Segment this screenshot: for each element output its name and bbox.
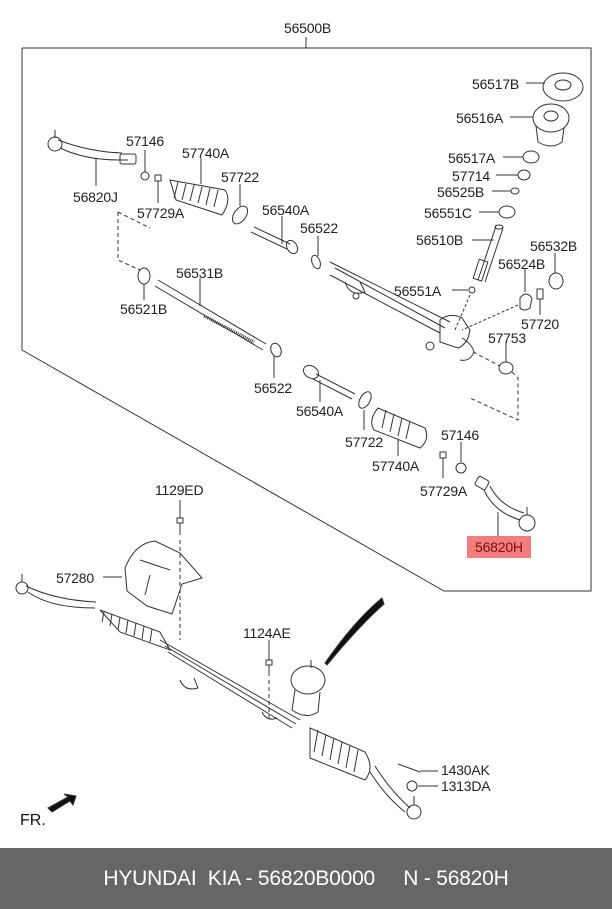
part-label-57280[interactable]: 57280 — [56, 570, 94, 586]
diagram-drawing — [15, 37, 592, 820]
parts-diagram: 56500B 56517B 56516A 56517A 57714 56525B… — [15, 20, 592, 829]
clip-icon — [154, 174, 162, 182]
part-label-1430AK[interactable]: 1430AK — [441, 762, 490, 778]
yoke-icon — [519, 293, 533, 311]
pointer-arrow-icon — [324, 597, 385, 666]
ring-icon — [311, 254, 321, 270]
part-label-57729A-lower[interactable]: 57729A — [420, 483, 468, 499]
part-label-57722-upper[interactable]: 57722 — [221, 169, 259, 185]
clip-lower-icon — [439, 451, 447, 459]
part-label-57729A-upper[interactable]: 57729A — [137, 205, 185, 221]
plug-icon — [498, 361, 514, 375]
clamp-icon — [231, 205, 249, 225]
part-label-56540A-upper[interactable]: 56540A — [262, 202, 310, 218]
tie-rod-end-lower-left-icon — [15, 574, 97, 609]
part-label-56521B[interactable]: 56521B — [120, 301, 168, 317]
part-label-56820H-highlighted[interactable]: 56820H — [467, 536, 531, 558]
front-arrow-icon — [47, 793, 77, 813]
part-label-56522-lower[interactable]: 56522 — [254, 380, 292, 396]
part-label-56510B[interactable]: 56510B — [416, 232, 464, 248]
inner-tie-rod-icon — [250, 216, 299, 255]
part-label-57753[interactable]: 57753 — [488, 330, 526, 346]
assembly-label: 56500B — [284, 20, 332, 36]
bellows-boot-icon — [169, 158, 229, 216]
heat-shield-icon — [103, 540, 203, 615]
front-indicator-label: FR. — [20, 812, 46, 829]
part-label-56540A-lower[interactable]: 56540A — [296, 403, 344, 419]
assembly-frame — [21, 37, 592, 592]
spring-icon — [536, 288, 544, 300]
steering-gear-assembly-icon — [99, 609, 422, 820]
yoke-cap-icon — [548, 272, 564, 290]
part-label-56522-upper[interactable]: 56522 — [300, 220, 338, 236]
part-label-56516A[interactable]: 56516A — [456, 110, 504, 126]
part-label-57146-lower[interactable]: 57146 — [441, 427, 479, 443]
rack-housing-icon — [329, 261, 475, 361]
part-label-56820J[interactable]: 56820J — [73, 189, 118, 205]
part-label-1313DA[interactable]: 1313DA — [441, 778, 491, 794]
part-label-57740A-lower[interactable]: 57740A — [372, 458, 420, 474]
castle-nut-icon — [406, 780, 418, 792]
part-label-56551C[interactable]: 56551C — [424, 205, 472, 221]
pinion-shaft-icon — [472, 224, 504, 283]
nut-lower-icon — [455, 462, 467, 474]
tie-rod-end-left-icon — [47, 130, 137, 186]
part-label-56551A[interactable]: 56551A — [394, 283, 442, 299]
small-nut-icon — [468, 286, 476, 294]
inner-tie-rod-lower-icon — [302, 364, 356, 402]
part-label-56525B[interactable]: 56525B — [437, 184, 485, 200]
part-label-1129ED[interactable]: 1129ED — [155, 482, 204, 498]
part-label-1124AE[interactable]: 1124AE — [243, 625, 291, 641]
bellows-boot-lower-icon — [371, 407, 428, 456]
part-label-56517A[interactable]: 56517A — [448, 150, 496, 166]
part-label-57722-lower[interactable]: 57722 — [345, 434, 383, 450]
clamp-lower-icon — [358, 391, 372, 409]
upper-bearing-stack-icon — [479, 72, 584, 219]
rack-bar-icon — [137, 267, 267, 351]
cotter-pin-icon — [397, 763, 421, 773]
part-label-57146-upper[interactable]: 57146 — [126, 133, 164, 149]
ring-lower-icon — [270, 342, 282, 358]
bolt-1129ED-icon — [176, 500, 184, 640]
part-label-57720[interactable]: 57720 — [521, 316, 559, 332]
part-label-56531B[interactable]: 56531B — [176, 265, 224, 281]
part-label-56517B[interactable]: 56517B — [472, 76, 520, 92]
part-label-57714[interactable]: 57714 — [452, 168, 490, 184]
part-number-footer: HYUNDAI KIA - 56820B0000 N - 56820H — [0, 848, 612, 909]
nut-icon — [140, 171, 150, 181]
part-label-57740A-upper[interactable]: 57740A — [182, 145, 230, 161]
part-label-56532B[interactable]: 56532B — [530, 238, 578, 254]
tie-rod-end-right-icon — [474, 475, 536, 537]
part-label-56524B[interactable]: 56524B — [498, 256, 546, 272]
